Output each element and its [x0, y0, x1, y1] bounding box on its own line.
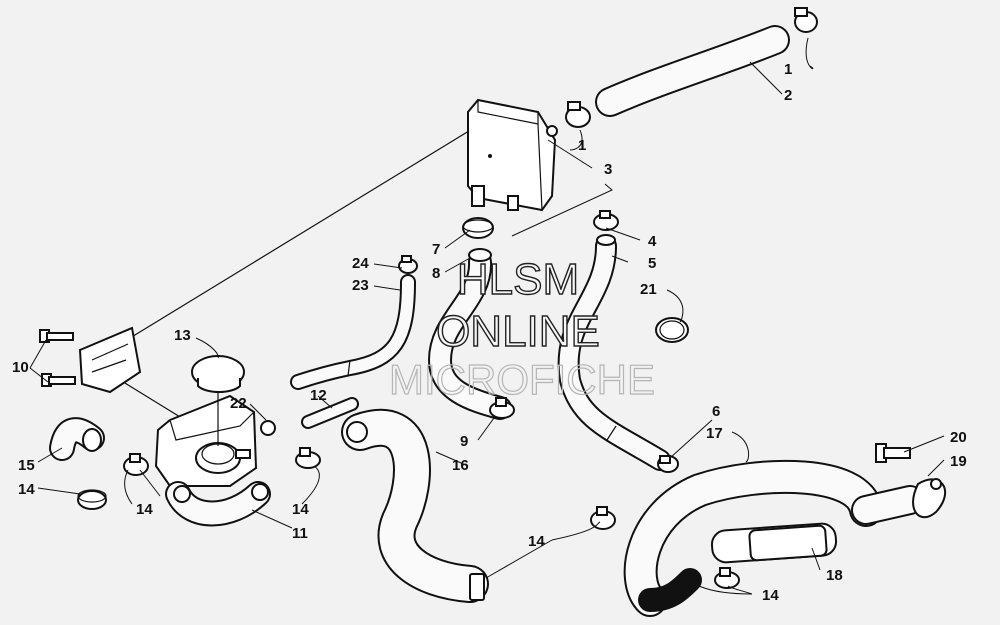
clamp-9	[489, 397, 515, 419]
callout-20: 20	[950, 429, 967, 446]
callout-numbers: 1 2 1 3 4 5 7 8 24 23 21 13 10 22 12 9 6…	[12, 61, 967, 604]
callout-19: 19	[950, 453, 967, 470]
callout-22: 22	[230, 395, 247, 412]
reservoir-bracket	[78, 326, 142, 394]
clamp-22	[260, 420, 276, 436]
clamp-14-left	[123, 453, 149, 476]
hose-16-end-clip	[469, 573, 485, 601]
clamp-14-lower-right	[714, 567, 740, 589]
watermark-line-3: MICROFICHE	[389, 356, 655, 403]
clamp-14-center	[590, 506, 616, 530]
clamp-24	[398, 255, 418, 274]
callout-12: 12	[310, 387, 327, 404]
leader-lines	[29, 37, 945, 595]
callout-14-left: 14	[136, 501, 153, 518]
callout-2: 2	[784, 87, 792, 104]
clamp-14-far-left	[77, 489, 107, 510]
callout-15: 15	[18, 457, 35, 474]
bolt-10-upper	[39, 329, 74, 343]
callout-3: 3	[604, 161, 612, 178]
callout-11: 11	[292, 525, 308, 542]
hose-5	[557, 234, 671, 471]
bolt-10-lower	[41, 373, 76, 387]
bolt-20	[875, 443, 911, 463]
watermark-line-2: ONLINE	[436, 307, 600, 356]
callout-14-far-left: 14	[18, 481, 35, 498]
watermark-line-1: HLSM	[457, 255, 579, 304]
clamp-19	[912, 478, 947, 519]
clamp-tank	[565, 101, 591, 128]
hose-18	[710, 522, 838, 564]
callout-13: 13	[174, 327, 191, 344]
callout-14-mid: 14	[292, 501, 309, 518]
mounting-line-lower	[119, 379, 186, 421]
elbow-15	[49, 417, 105, 461]
fitting-bracket-line	[511, 183, 613, 237]
callout-1-tank: 1	[578, 137, 586, 154]
hose-17	[623, 459, 925, 617]
clamp-7	[462, 217, 494, 239]
expansion-tank	[467, 98, 558, 212]
hose-16	[341, 408, 489, 603]
callout-1-top: 1	[784, 61, 792, 78]
callout-10: 10	[12, 359, 29, 376]
callout-7: 7	[432, 241, 440, 258]
mounting-line	[129, 111, 501, 339]
callout-18: 18	[826, 567, 843, 584]
coolant-reservoir	[154, 394, 258, 487]
callout-8: 8	[432, 265, 440, 282]
callout-5: 5	[648, 255, 656, 272]
clamp-4	[593, 210, 619, 231]
hose-12	[301, 397, 359, 429]
callout-9: 9	[460, 433, 468, 450]
callout-6: 6	[712, 403, 720, 420]
hose-23	[290, 274, 416, 390]
ring-clamp-21	[655, 317, 689, 343]
callout-14-lower-right: 14	[762, 587, 779, 604]
watermark: HLSM ONLINE MICROFICHE	[388, 254, 655, 403]
callout-14-center: 14	[528, 533, 545, 550]
clamp-top	[794, 7, 818, 33]
upper-hose	[595, 25, 790, 117]
callout-23: 23	[352, 277, 369, 294]
callout-16: 16	[452, 457, 469, 474]
clamp-6	[657, 455, 679, 473]
hose-11	[165, 481, 271, 527]
reservoir-cap	[191, 355, 245, 446]
callout-17: 17	[706, 425, 723, 442]
callout-24: 24	[352, 255, 369, 272]
callout-4: 4	[648, 233, 657, 250]
hose-8	[428, 248, 512, 420]
callout-21: 21	[640, 281, 657, 298]
clamp-14-mid	[295, 447, 321, 469]
